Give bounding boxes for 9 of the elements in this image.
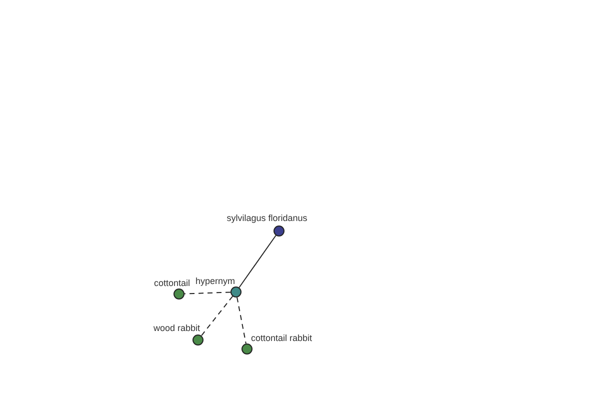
node-label: cottontail rabbit <box>251 333 312 343</box>
dashed-connector-line <box>236 296 246 344</box>
node-label: sylvilagus floridanus <box>226 213 308 223</box>
node-label: cottontail <box>154 278 190 288</box>
dashed-connector-line <box>184 292 231 294</box>
connector-line <box>238 235 276 288</box>
node-label: wood rabbit <box>153 323 200 333</box>
dashed-connector-line <box>200 296 234 336</box>
node-label: hypernym <box>195 276 235 286</box>
